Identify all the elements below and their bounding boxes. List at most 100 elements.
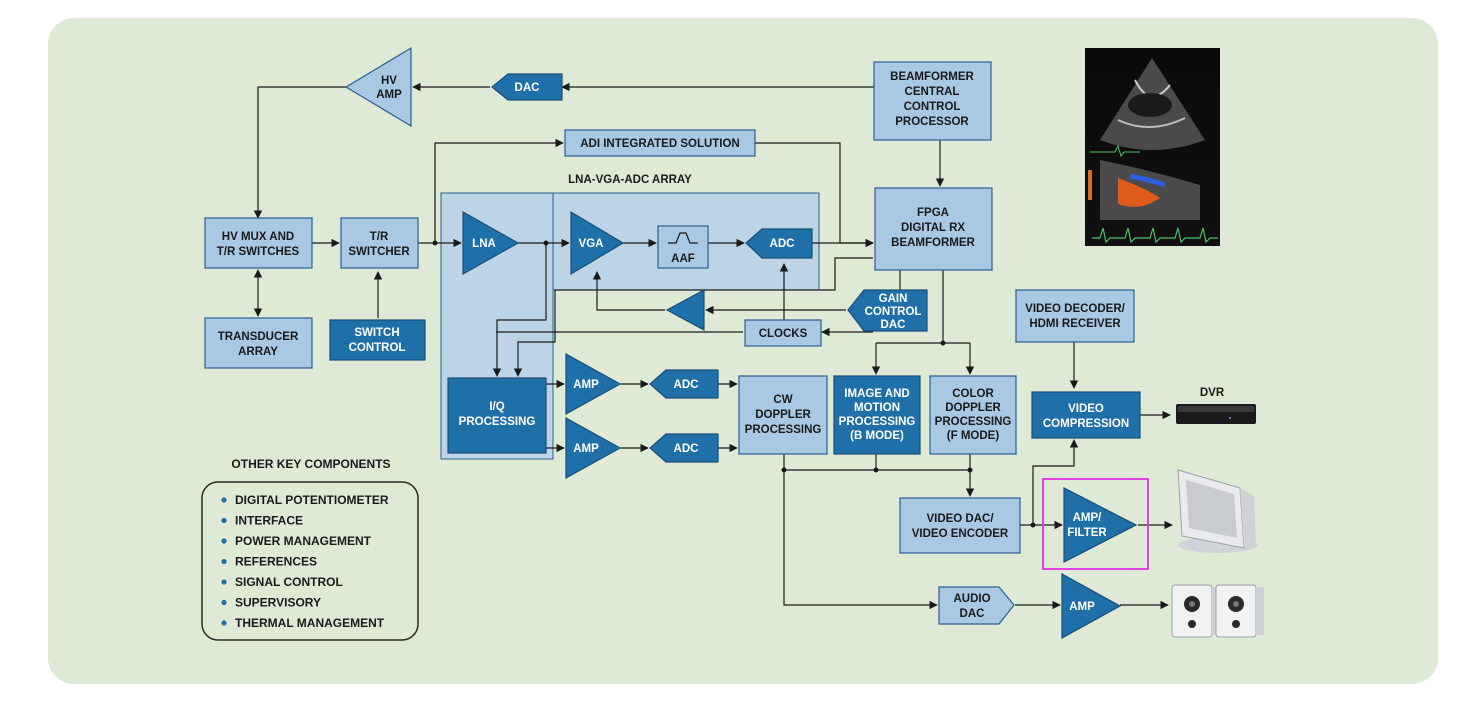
svg-text:DOPPLER: DOPPLER — [755, 409, 811, 421]
svg-text:PROCESSING: PROCESSING — [839, 416, 916, 428]
svg-text:AMP/: AMP/ — [1073, 512, 1103, 524]
adc-1: ADC — [649, 369, 719, 399]
svg-text:T/R: T/R — [370, 231, 389, 243]
svg-text:HV MUX AND: HV MUX AND — [222, 231, 294, 243]
legend-item: SUPERVISORY — [235, 596, 321, 610]
tr-switcher: T/R SWITCHER — [340, 217, 419, 269]
svg-text:DIGITAL RX: DIGITAL RX — [901, 222, 965, 234]
legend-bullet — [221, 517, 227, 524]
svg-text:FPGA: FPGA — [917, 207, 949, 219]
video-compression: VIDEO COMPRESSION — [1031, 391, 1141, 439]
svg-text:CONTROL: CONTROL — [904, 101, 961, 113]
svg-text:VIDEO ENCODER: VIDEO ENCODER — [912, 528, 1009, 540]
adi-integrated-solution: ADI INTEGRATED SOLUTION — [564, 129, 756, 157]
dac-top: DAC — [491, 73, 563, 101]
filter-shape-icon — [668, 232, 698, 244]
svg-text:BEAMFORMER: BEAMFORMER — [890, 71, 974, 83]
lna: LNA — [462, 210, 520, 276]
ultrasound-echo-image — [1085, 48, 1220, 246]
svg-text:HV: HV — [381, 75, 397, 87]
svg-text:LNA: LNA — [472, 238, 496, 250]
legend-item: POWER MANAGEMENT — [235, 534, 372, 548]
svg-text:CLOCKS: CLOCKS — [759, 328, 808, 340]
svg-text:BEAMFORMER: BEAMFORMER — [891, 237, 975, 249]
svg-text:ADI INTEGRATED SOLUTION: ADI INTEGRATED SOLUTION — [580, 138, 740, 150]
legend-bullet — [221, 579, 227, 585]
adc-main: ADC — [745, 228, 813, 259]
audio-amp: AMP — [1061, 572, 1122, 640]
vga: VGA — [570, 210, 625, 276]
speakers-icon — [1171, 584, 1264, 638]
svg-text:PROCESSOR: PROCESSOR — [895, 116, 969, 128]
svg-text:COLOR: COLOR — [952, 388, 994, 400]
legend-bullet — [221, 558, 227, 565]
legend-item: SIGNAL CONTROL — [235, 575, 343, 589]
adc-2: ADC — [649, 433, 719, 463]
svg-text:COMPRESSION: COMPRESSION — [1043, 418, 1129, 430]
audio-dac: AUDIO DAC — [938, 586, 1015, 625]
amp-1: AMP — [565, 352, 622, 416]
svg-text:HDMI RECEIVER: HDMI RECEIVER — [1029, 318, 1121, 330]
amp-filter: AMP/ FILTER — [1042, 478, 1149, 570]
beamformer-control-processor: BEAMFORMER CENTRAL CONTROL PROCESSOR — [873, 61, 992, 141]
wires — [253, 82, 1173, 610]
array-panel-label: LNA-VGA-ADC ARRAY — [568, 174, 692, 186]
legend-bullet — [221, 497, 227, 503]
svg-text:IMAGE AND: IMAGE AND — [844, 388, 909, 400]
svg-text:AMP: AMP — [573, 379, 599, 391]
clocks: CLOCKS — [744, 319, 822, 347]
svg-text:DVR: DVR — [1200, 387, 1225, 399]
svg-text:DOPPLER: DOPPLER — [945, 402, 1001, 414]
monitor-icon — [1177, 469, 1258, 553]
svg-text:DAC: DAC — [515, 82, 540, 94]
gain-control-dac: GAIN CONTROL DAC — [847, 289, 928, 332]
svg-text:TRANSDUCER: TRANSDUCER — [218, 331, 299, 343]
svg-text:SWITCHER: SWITCHER — [348, 246, 410, 258]
dvr: DVR — [1176, 387, 1256, 424]
legend-item: DIGITAL POTENTIOMETER — [235, 493, 389, 507]
svg-text:CW: CW — [773, 394, 792, 406]
svg-text:GAIN: GAIN — [879, 293, 908, 305]
svg-text:ARRAY: ARRAY — [238, 346, 278, 358]
svg-text:MOTION: MOTION — [854, 402, 900, 414]
svg-text:AMP: AMP — [376, 89, 402, 101]
svg-text:ADC: ADC — [770, 238, 795, 250]
legend-item: REFERENCES — [235, 555, 317, 569]
legend-title: OTHER KEY COMPONENTS — [231, 457, 390, 471]
svg-text:VGA: VGA — [579, 238, 604, 250]
svg-text:ADC: ADC — [674, 443, 699, 455]
svg-text:(B MODE): (B MODE) — [850, 430, 904, 442]
svg-text:PROCESSING: PROCESSING — [459, 416, 536, 428]
transducer-array: TRANSDUCER ARRAY — [204, 317, 313, 369]
gain-amp — [665, 288, 705, 332]
svg-text:AAF: AAF — [671, 253, 695, 265]
highlight-box — [1042, 478, 1149, 570]
hv-amp: HV AMP — [344, 46, 412, 128]
svg-text:FILTER: FILTER — [1067, 527, 1107, 539]
svg-text:AMP: AMP — [573, 443, 599, 455]
legend-item: INTERFACE — [235, 514, 303, 528]
svg-text:I/Q: I/Q — [489, 401, 504, 413]
svg-text:ADC: ADC — [674, 379, 699, 391]
svg-text:AUDIO: AUDIO — [953, 593, 990, 605]
legend: OTHER KEY COMPONENTS DIGITAL POTENTIOMET… — [201, 457, 419, 641]
svg-text:CONTROL: CONTROL — [349, 342, 406, 354]
svg-text:CENTRAL: CENTRAL — [905, 86, 960, 98]
iq-processing: I/Q PROCESSING — [447, 377, 547, 454]
switch-control: SWITCH CONTROL — [329, 319, 426, 361]
legend-bullet — [221, 538, 227, 544]
legend-item: THERMAL MANAGEMENT — [235, 616, 385, 630]
video-dac-encoder: VIDEO DAC/ VIDEO ENCODER — [899, 497, 1021, 554]
svg-text:SWITCH: SWITCH — [354, 327, 399, 339]
hv-mux-tr-switches: HV MUX AND T/R SWITCHES — [204, 217, 313, 269]
svg-text:VIDEO: VIDEO — [1068, 403, 1104, 415]
legend-box — [201, 481, 419, 641]
video-decoder-hdmi-receiver: VIDEO DECODER/ HDMI RECEIVER — [1015, 289, 1135, 343]
svg-text:(F MODE): (F MODE) — [947, 430, 1000, 442]
legend-bullet — [221, 620, 227, 626]
image-motion-processing: IMAGE AND MOTION PROCESSING (B MODE) — [833, 375, 921, 455]
svg-text:VIDEO DECODER/: VIDEO DECODER/ — [1025, 303, 1125, 315]
svg-text:PROCESSING: PROCESSING — [935, 416, 1012, 428]
